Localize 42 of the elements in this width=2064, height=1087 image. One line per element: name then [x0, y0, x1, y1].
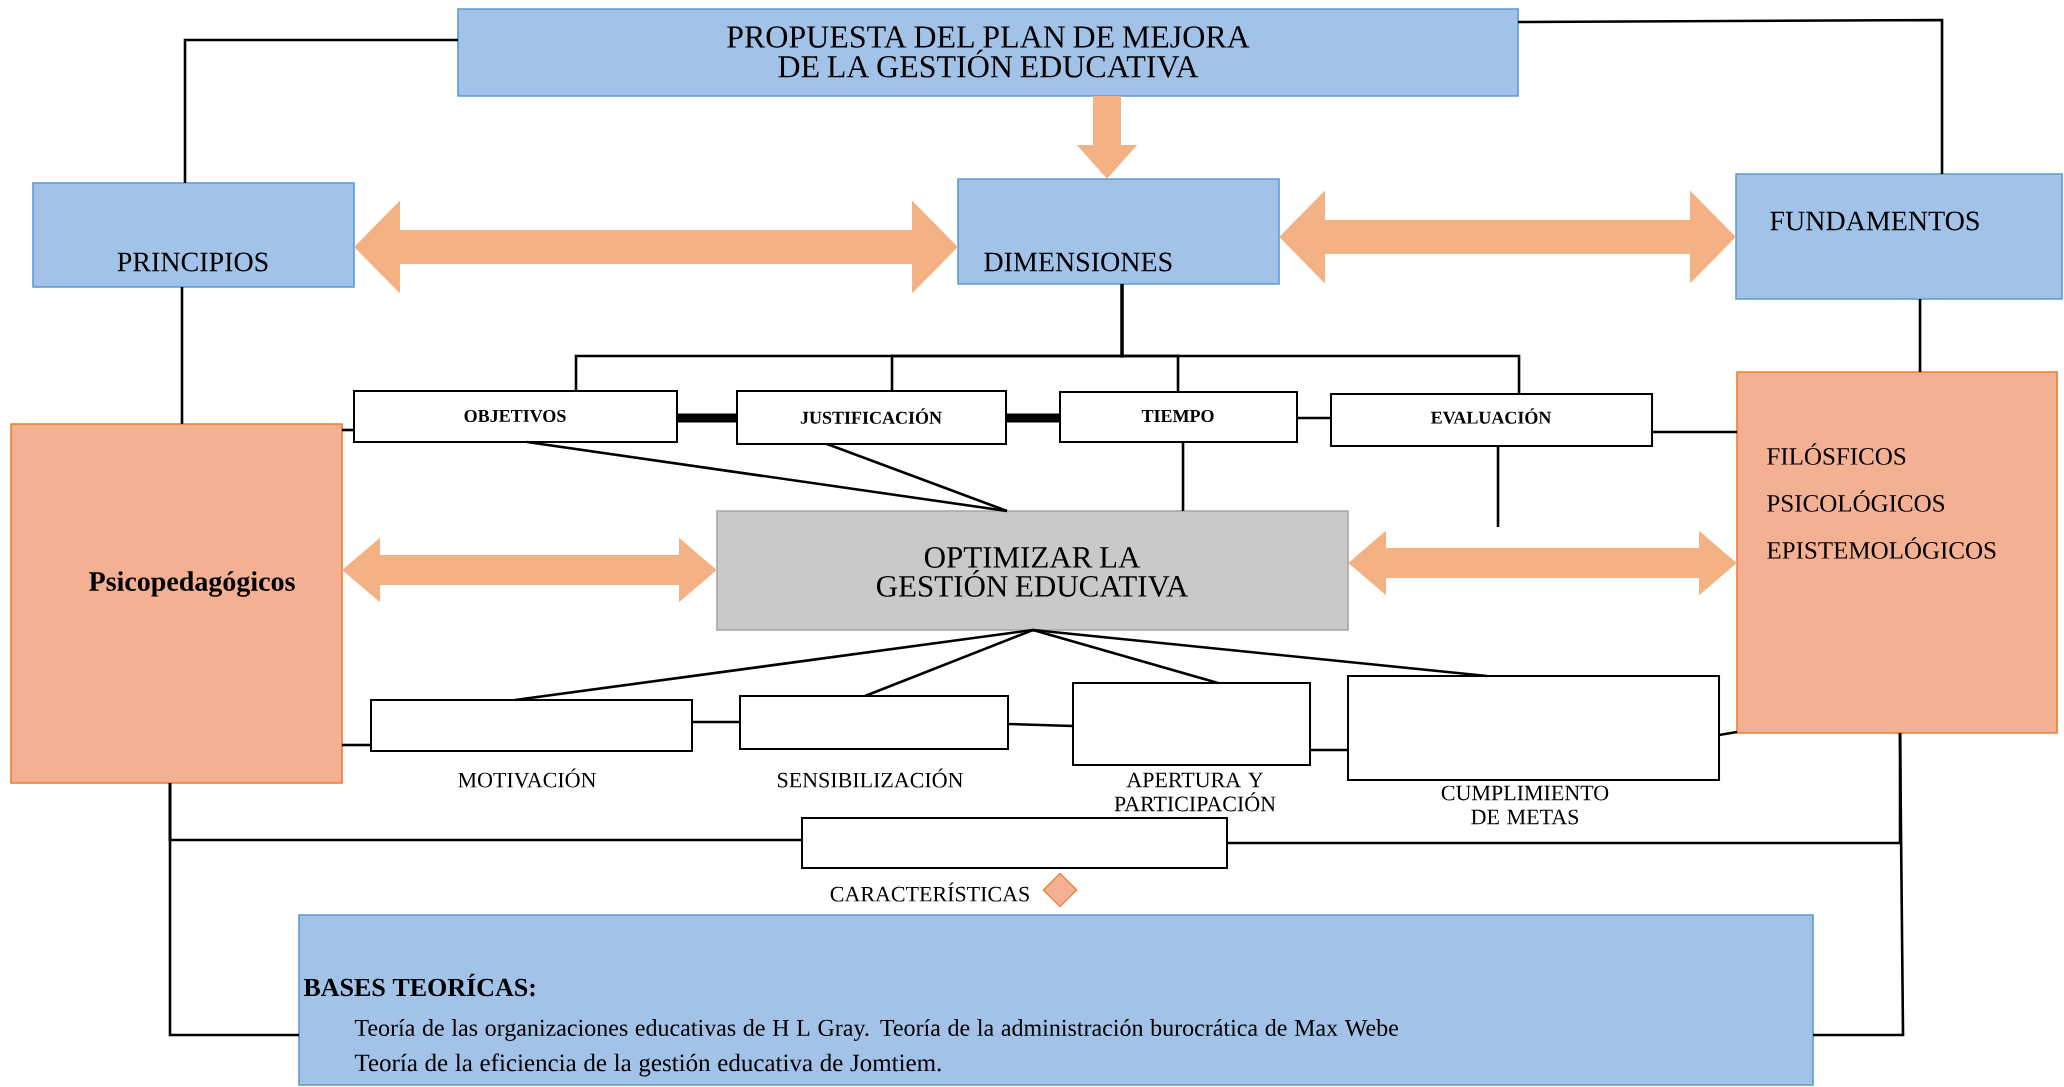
- process-box: DIMENSIONES: [957, 178, 1280, 285]
- connector-line: [1032, 628, 1488, 678]
- connector-line: [1918, 299, 1922, 372]
- box-caption: SENSIBILIZACIÓN: [778, 768, 963, 788]
- connector-line: [692, 720, 740, 724]
- connector-line: [342, 743, 371, 747]
- connector-line: [1518, 18, 1944, 174]
- process-box: OBJETIVOS: [353, 390, 678, 443]
- connector-line: [1297, 416, 1331, 420]
- connector-line: [342, 428, 354, 432]
- process-box: FUNDAMENTOS: [1735, 173, 2063, 300]
- connector-line: [1008, 722, 1074, 728]
- connector-line: [168, 783, 802, 842]
- connector-line: [1032, 628, 1219, 685]
- connector-line: [864, 628, 1034, 698]
- process-box: TIEMPO: [1059, 391, 1298, 443]
- box-caption: APERTURA Y PARTICIPACIÓN: [1114, 772, 1276, 812]
- connector-line: [1006, 413, 1060, 423]
- connector-line: [180, 287, 184, 424]
- process-box: PRINCIPIOS: [32, 182, 355, 288]
- connector-line: [1181, 442, 1185, 511]
- process-box: BASES TEORÍCAS: Teoría de las organizaciones educativas de H L Gray. Teoría de la administración burocrática de Max Webe Teoría de la eficiencia de la gestión educativa de Jomtiem.: [298, 914, 1814, 1086]
- connector-line: [1496, 446, 1500, 527]
- process-box: OPTIMIZAR LA GESTIÓN EDUCATIVA: [716, 510, 1349, 631]
- process-box: PROPUESTA DEL PLAN DE MEJORA DE LA GESTIÓN EDUCATIVA: [457, 8, 1519, 97]
- process-box: JUSTIFICACIÓN: [736, 390, 1007, 445]
- connector-line: [1718, 730, 1738, 737]
- connector-line: [183, 38, 458, 183]
- box-caption: MOTIVACIÓN: [458, 768, 596, 788]
- process-box: FILÓSFICOS PSICOLÓGICOS EPISTEMOLÓGICOS: [1736, 371, 2058, 734]
- connector-line: [514, 628, 1034, 702]
- process-box: Psicopedagógicos: [10, 423, 343, 784]
- box-caption: CARACTERÍSTICAS: [830, 882, 1029, 902]
- connector-line: [526, 440, 1008, 513]
- connector-line: [826, 442, 1008, 513]
- connector-line: [1310, 748, 1348, 752]
- box-caption: CUMPLIMIENTO DE METAS: [1441, 785, 1609, 825]
- process-box: EVALUACIÓN: [1330, 393, 1654, 447]
- connector-line: [1652, 430, 1737, 434]
- connector-line: [677, 413, 737, 423]
- connector-line: [1227, 733, 1902, 845]
- connector-line: [1120, 284, 1521, 394]
